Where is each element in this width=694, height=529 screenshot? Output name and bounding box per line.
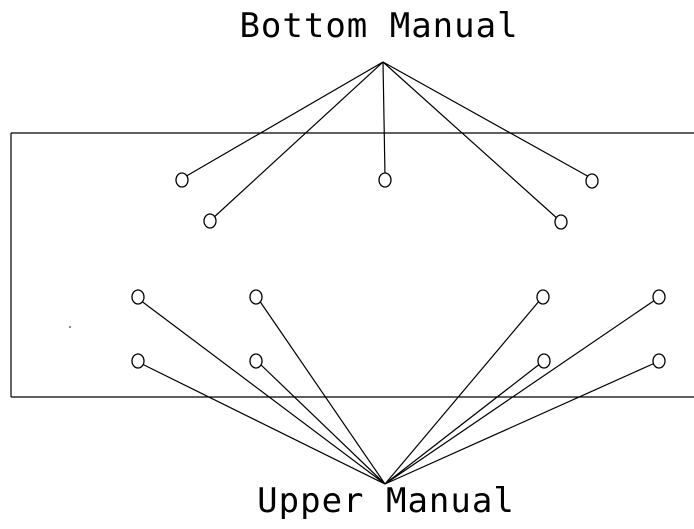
upper-manual-nodes [131, 289, 666, 369]
bottom-manual-label: Bottom Manual [239, 6, 518, 46]
bottom-manual-wire [382, 61, 592, 179]
bottom-manual-node [554, 214, 568, 230]
frame-box [10, 132, 694, 398]
bottom-manual-node [175, 172, 189, 188]
upper-manual-wire [258, 362, 386, 485]
bottom-manual-wire [382, 61, 386, 177]
upper-manual-wire [139, 299, 386, 485]
upper-manual-connections [139, 299, 656, 485]
bottom-manual-wire [182, 61, 384, 179]
upper-manual-node [652, 353, 666, 369]
bottom-manual-node [378, 172, 392, 188]
bottom-manual-wire [382, 61, 560, 221]
upper-manual-wire [258, 299, 386, 485]
upper-manual-node [249, 289, 263, 305]
upper-manual-wire [139, 362, 386, 485]
upper-manual-node [537, 353, 551, 369]
bottom-manual-node [585, 173, 599, 189]
bottom-manual-nodes [175, 172, 599, 230]
upper-manual-wire [384, 299, 656, 485]
bottom-manual-connections [182, 61, 592, 221]
upper-manual-wire [384, 362, 656, 485]
upper-manual-node [131, 289, 145, 305]
upper-manual-node [652, 289, 666, 305]
upper-manual-label: Upper Manual [257, 481, 515, 521]
bottom-manual-node [203, 213, 217, 229]
upper-manual-node [131, 353, 145, 369]
bottom-manual-wire [211, 61, 384, 220]
upper-manual-node [536, 289, 550, 305]
upper-manual-wire [384, 299, 541, 485]
upper-manual-node [249, 353, 263, 369]
scan-speck [69, 326, 71, 328]
upper-manual-wire [384, 362, 542, 485]
